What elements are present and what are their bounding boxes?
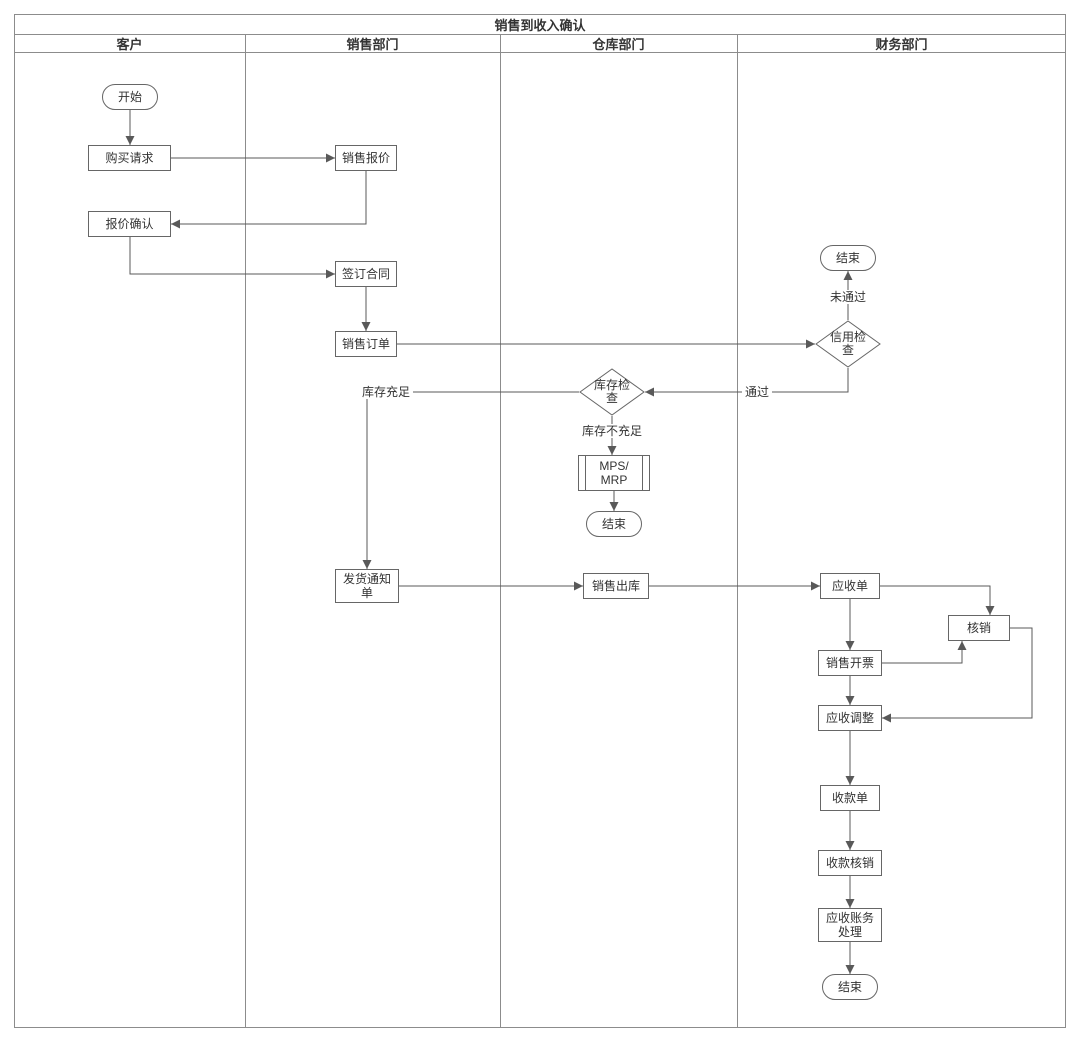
node-mps-mrp-label: MPS/ MRP bbox=[599, 459, 629, 487]
node-sign-contract: 签订合同 bbox=[335, 261, 397, 287]
node-inventory-check-label: 库存检 查 bbox=[593, 378, 630, 405]
node-quote-confirm: 报价确认 bbox=[88, 211, 171, 237]
pool-border bbox=[14, 14, 1066, 1028]
lane-header-customer: 客户 bbox=[116, 36, 143, 52]
diamond-shape bbox=[579, 368, 645, 416]
node-sales-outbound: 销售出库 bbox=[583, 573, 649, 599]
predefined-bar-left bbox=[585, 456, 586, 490]
predefined-bar-right bbox=[642, 456, 643, 490]
edge-label-passed: 通过 bbox=[741, 385, 773, 399]
node-credit-check-label: 信用检 查 bbox=[829, 330, 866, 357]
node-credit-check: 信用检 查 bbox=[815, 320, 881, 368]
edge-sales-invoice-to-writeoff bbox=[882, 641, 967, 664]
edge-label-stock-insufficient: 库存不充足 bbox=[578, 424, 646, 438]
node-end-warehouse: 结束 bbox=[586, 511, 642, 537]
edge-inventory-check-to-delivery-notice bbox=[362, 391, 579, 569]
node-receivable: 应收单 bbox=[820, 573, 880, 599]
lane-header-warehouse: 仓库部门 bbox=[592, 36, 645, 52]
node-receivable-accounting: 应收账务 处理 bbox=[818, 908, 882, 942]
node-mps-mrp: MPS/ MRP bbox=[578, 455, 650, 491]
edge-label-stock-sufficient: 库存充足 bbox=[358, 385, 414, 399]
edge-label-not-passed: 未通过 bbox=[826, 290, 870, 304]
node-writeoff: 核销 bbox=[948, 615, 1010, 641]
edge-sales-quote-to-quote-confirm bbox=[171, 171, 367, 229]
node-delivery-notice: 发货通知 单 bbox=[335, 569, 399, 603]
node-end-credit: 结束 bbox=[820, 245, 876, 271]
lane-header-finance: 财务部门 bbox=[875, 36, 928, 52]
edge-receivable-to-writeoff bbox=[880, 585, 995, 615]
node-receipt-writeoff: 收款核销 bbox=[818, 850, 882, 876]
node-start: 开始 bbox=[102, 84, 158, 110]
node-receipt: 收款单 bbox=[820, 785, 880, 811]
node-purchase-request: 购买请求 bbox=[88, 145, 171, 171]
diamond-shape bbox=[815, 320, 881, 368]
node-sales-invoice: 销售开票 bbox=[818, 650, 882, 676]
edge-credit-check-to-inventory-check-passed bbox=[645, 368, 849, 397]
node-sales-order: 销售订单 bbox=[335, 331, 397, 357]
edge-writeoff-to-receivable-adjust bbox=[882, 627, 1033, 723]
node-sales-quote: 销售报价 bbox=[335, 145, 397, 171]
node-end-finance: 结束 bbox=[822, 974, 878, 1000]
lane-header-sales: 销售部门 bbox=[346, 36, 399, 52]
node-receivable-adjust: 应收调整 bbox=[818, 705, 882, 731]
pool-title: 销售到收入确认 bbox=[494, 17, 586, 33]
node-inventory-check: 库存检 查 bbox=[579, 368, 645, 416]
edge-quote-confirm-to-sign-contract bbox=[129, 237, 335, 279]
